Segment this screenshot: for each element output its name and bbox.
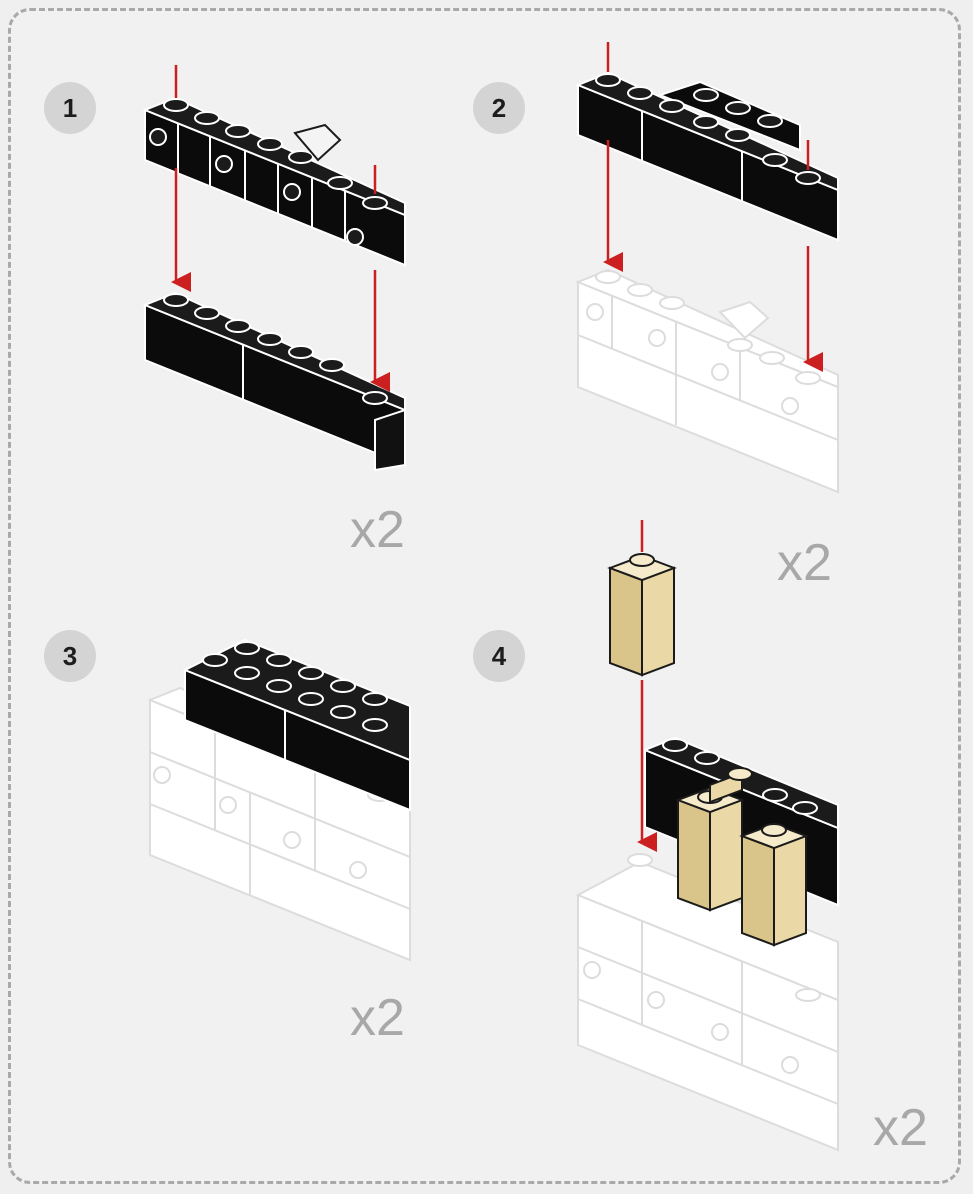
step-1-diagram — [145, 65, 405, 470]
step-3-diagram — [150, 640, 410, 960]
step-2-diagram — [578, 42, 838, 492]
step-4-diagram — [578, 520, 838, 1150]
step-2-black-bricks — [578, 73, 838, 240]
step-2-ghost-assembly — [578, 270, 838, 492]
step-1-lower-bricks — [145, 293, 405, 470]
step-4-falling-tan-brick — [610, 554, 674, 675]
step-1-upper-bricks — [145, 98, 405, 265]
